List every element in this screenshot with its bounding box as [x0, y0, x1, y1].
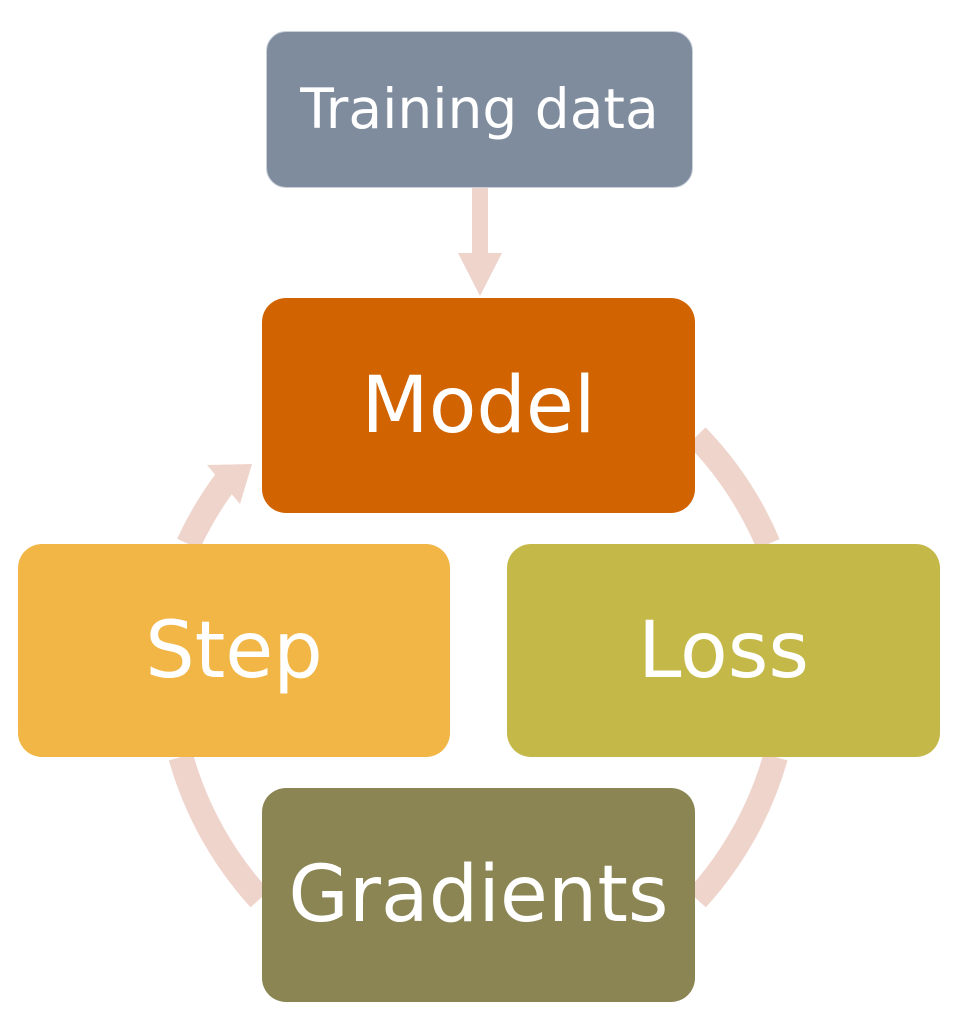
training-data-box: Training data [266, 31, 693, 188]
model-label: Model [361, 360, 596, 451]
model-to-loss-arc [687, 427, 780, 549]
step-box: Step [18, 544, 450, 757]
step-to-model-arrowhead [207, 464, 252, 504]
gradients-to-step-arc [168, 753, 270, 908]
step-label: Step [145, 605, 323, 696]
training-to-model-arrowhead [458, 253, 502, 296]
gradients-label: Gradients [288, 850, 669, 940]
training-to-model-shaft [472, 188, 488, 255]
step-to-model-arc [177, 472, 237, 550]
loss-to-gradients-arc [687, 753, 788, 908]
loss-label: Loss [637, 605, 810, 696]
model-box: Model [262, 298, 695, 513]
training-data-label: Training data [300, 77, 659, 141]
gradients-box: Gradients [262, 788, 695, 1002]
loss-box: Loss [507, 544, 940, 757]
